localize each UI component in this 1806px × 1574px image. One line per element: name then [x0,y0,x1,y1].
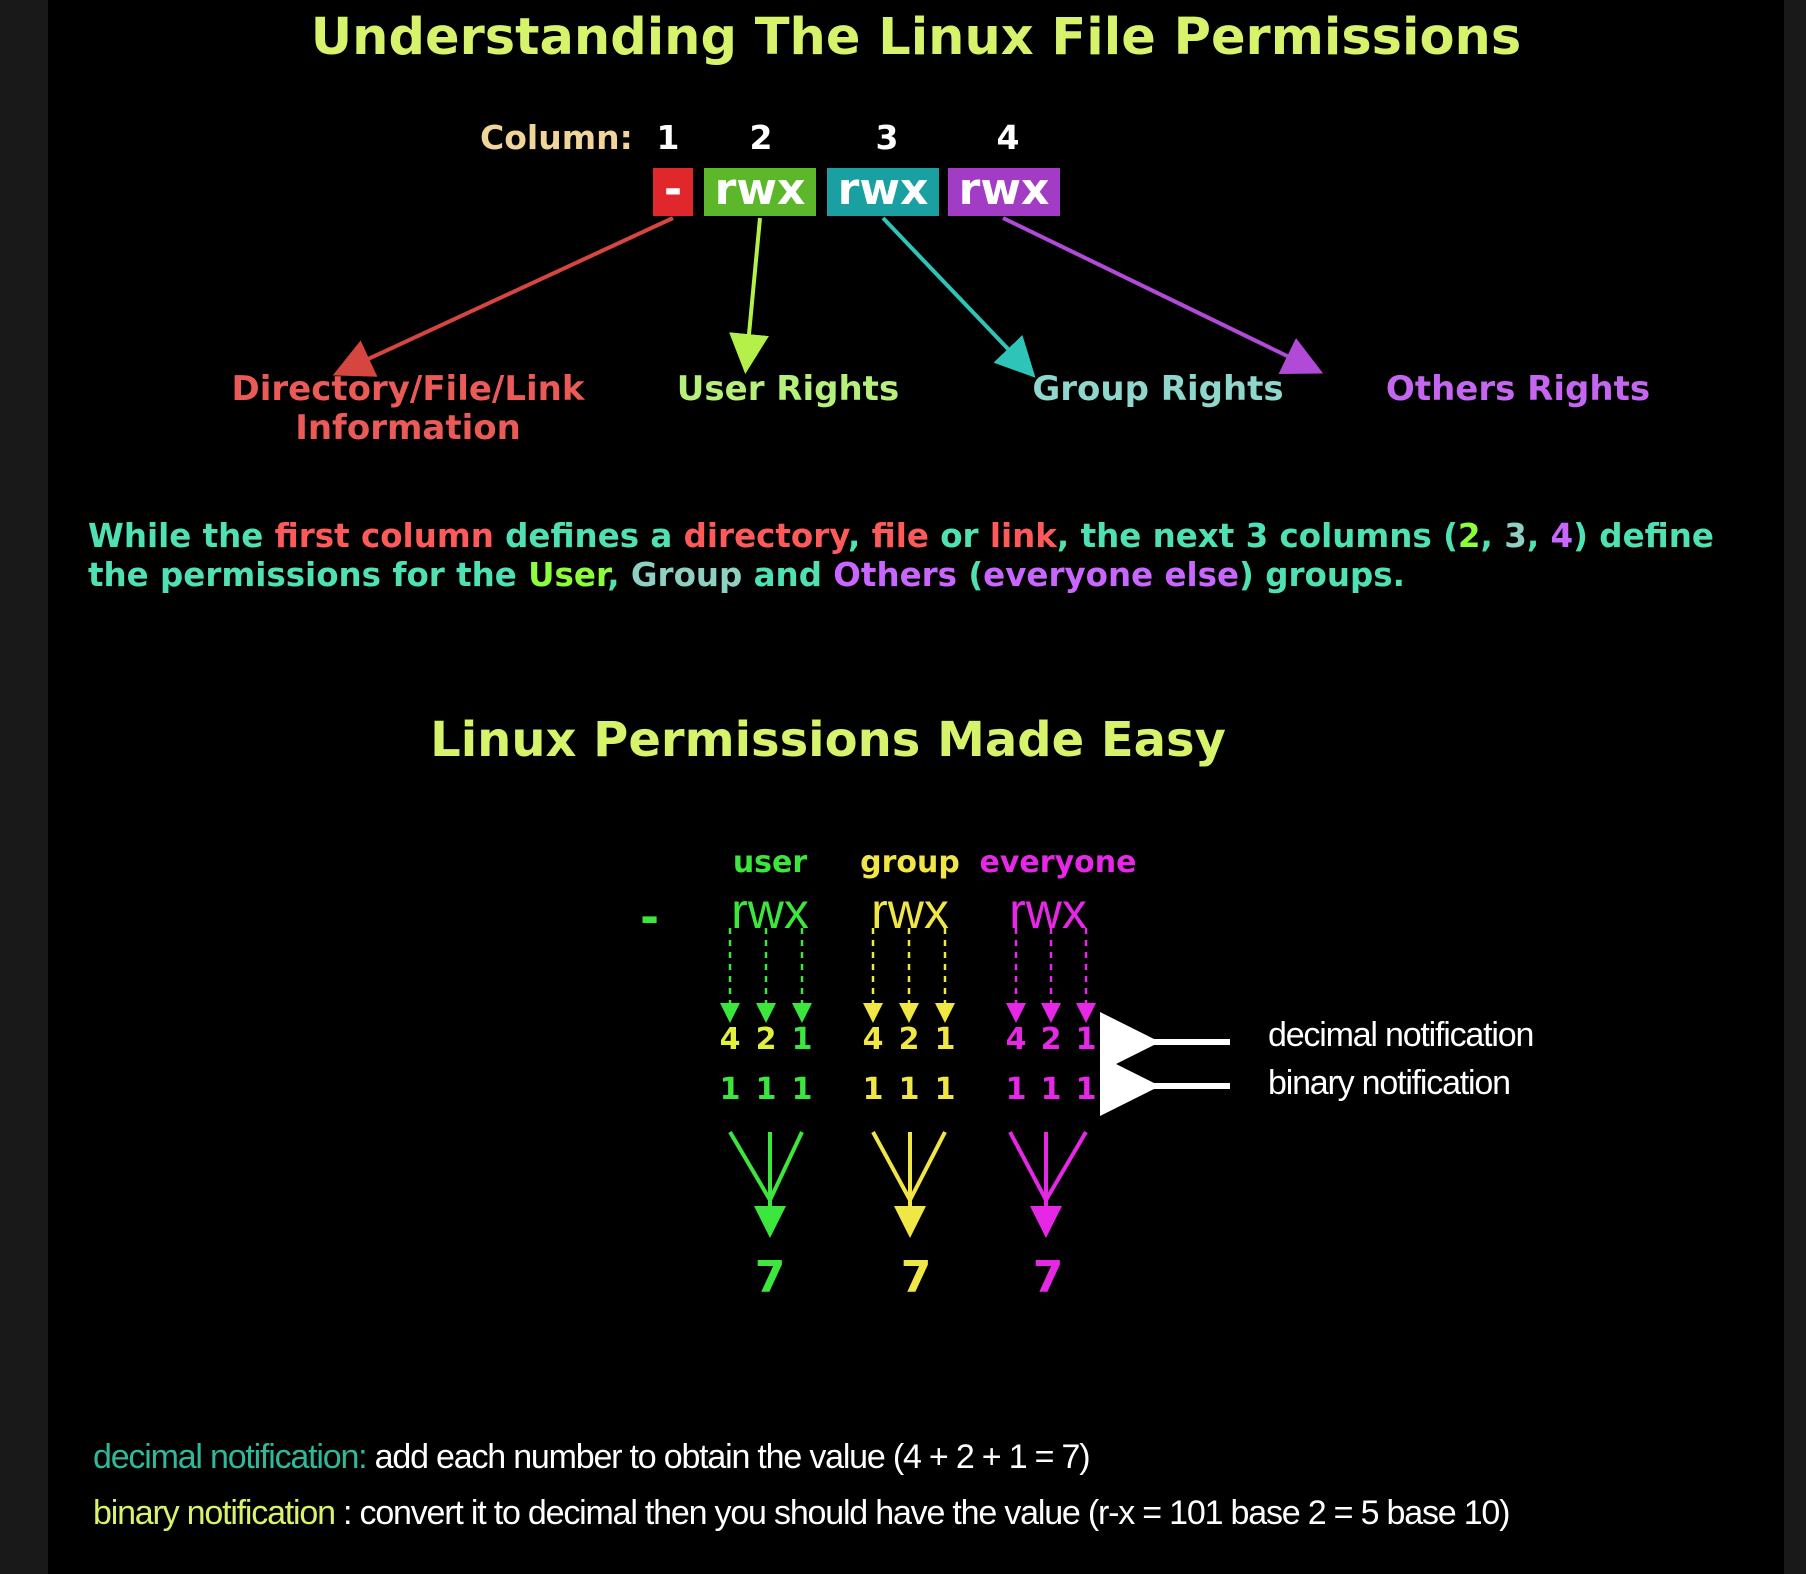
everyone-binary-1a: 1 [1005,1072,1027,1107]
everyone-perm: rwx [1009,883,1087,939]
everyone-binary-1b: 1 [1040,1072,1062,1107]
type-label: Directory/File/Link Information [188,370,628,448]
paragraph-line2: the permissions for the User, Group and … [88,556,1405,594]
group-arrow [881,216,1036,378]
user-binary-1c: 1 [791,1072,813,1107]
user-rights-label: User Rights [676,369,900,409]
type-label-line1: Directory/File/Link [231,369,585,409]
section-subtitle: Linux Permissions Made Easy [430,712,1226,768]
user-perm: rwx [731,883,809,939]
others-box: rwx [948,168,1060,216]
note-arrows [1100,1012,1230,1116]
group-binary-1b: 1 [898,1072,920,1107]
lower-arrows-layer [720,928,1230,1238]
group-binary-1c: 1 [934,1072,956,1107]
footer-binary-text: : convert it to decimal then you should … [334,1494,1510,1532]
everyone-binary-1c: 1 [1075,1072,1097,1107]
explanation-paragraph: While the first column defines a directo… [88,517,1714,595]
arrows-layer [332,216,1324,378]
group-rights-label: Group Rights [1032,369,1284,409]
others-arrow [1002,216,1324,375]
user-group-label: user [732,845,808,880]
footer-decimal: decimal notification: add each number to… [93,1438,1091,1477]
group-decimal-2: 2 [898,1022,920,1057]
everyone-total: 7 [1032,1252,1064,1303]
column-number-4: 4 [996,118,1020,157]
type-dash: - [640,890,660,944]
others-rights-label: Others Rights [1385,369,1651,409]
type-label-line2: Information [295,408,521,448]
user-decimal-1: 1 [791,1022,813,1057]
binary-note: binary notification [1268,1064,1511,1102]
group-box: rwx [827,168,939,216]
everyone-decimal-2: 2 [1040,1022,1062,1057]
column-header: Column: [480,118,633,157]
group-decimal-4: 4 [862,1022,884,1057]
footer-decimal-label: decimal notification: [93,1438,368,1476]
diagram-canvas: Understanding The Linux File Permissions… [48,0,1784,1574]
type-arrow [332,216,674,377]
user-converge-arrow [728,1130,804,1238]
group-binary-1a: 1 [862,1072,884,1107]
everyone-dashed-arrows [1006,928,1096,1023]
everyone-converge-arrow [1008,1130,1088,1238]
type-box: - [653,168,693,216]
user-arrow [729,217,769,374]
everyone-group-label: everyone [979,845,1137,880]
user-decimal-4: 4 [719,1022,741,1057]
user-total: 7 [754,1252,786,1303]
footer-binary: binary notification : convert it to deci… [93,1494,1510,1533]
column-number-1: 1 [656,118,680,157]
page-title: Understanding The Linux File Permissions [310,8,1522,67]
group-dashed-arrows [863,928,955,1023]
user-dashed-arrows [720,928,812,1023]
footer-decimal-text: add each number to obtain the value (4 +… [366,1438,1091,1476]
group-converge-arrow [871,1131,947,1238]
group-decimal-1: 1 [934,1022,956,1057]
footer-binary-label: binary notification [93,1494,336,1532]
group-group-label: group [860,845,960,880]
decimal-note: decimal notification [1268,1016,1534,1054]
user-binary-1b: 1 [755,1072,777,1107]
group-total: 7 [900,1252,932,1303]
user-decimal-2: 2 [755,1022,777,1057]
paragraph-line1: While the first column defines a directo… [88,517,1714,555]
column-number-3: 3 [875,118,899,157]
user-binary-1a: 1 [719,1072,741,1107]
everyone-decimal-4: 4 [1005,1022,1027,1057]
user-box: rwx [704,168,816,216]
everyone-decimal-1: 1 [1075,1022,1097,1057]
column-number-2: 2 [749,118,773,157]
